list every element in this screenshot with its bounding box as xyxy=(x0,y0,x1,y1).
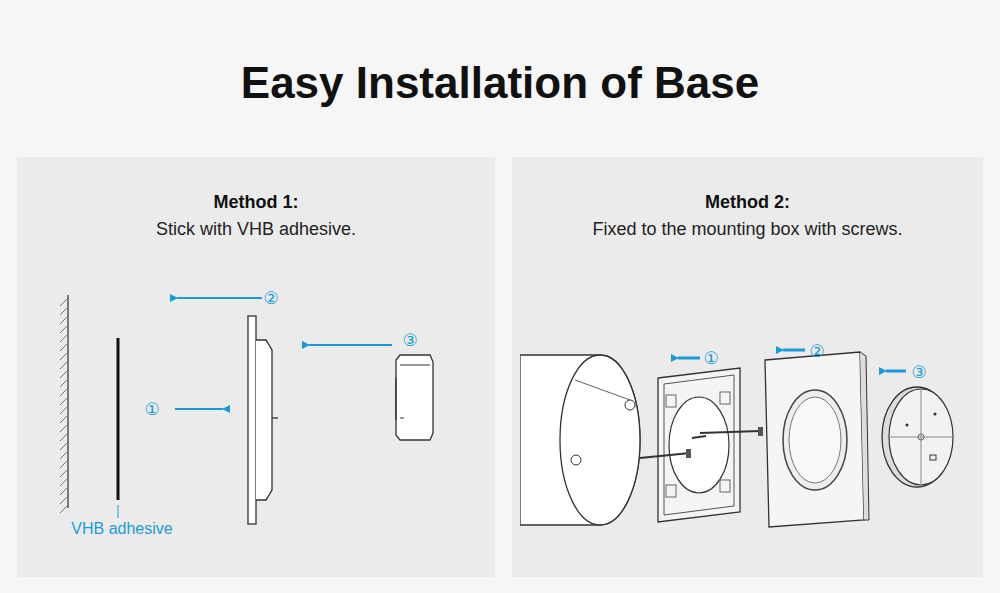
page-title: Easy Installation of Base xyxy=(0,58,1000,108)
callout-number: ② xyxy=(263,288,278,308)
callout-number: ① xyxy=(703,348,718,368)
method-heading: Method 2: xyxy=(512,192,983,213)
callout-number: ③ xyxy=(402,330,417,350)
callout-number: ② xyxy=(809,341,824,361)
callout-number: ① xyxy=(144,399,159,419)
method-description: Fixed to the mounting box with screws. xyxy=(512,219,983,240)
method-description: Stick with VHB adhesive. xyxy=(17,219,495,240)
part-label: VHB adhesive xyxy=(71,520,172,538)
method-heading: Method 1: xyxy=(17,192,495,213)
callout-number: ③ xyxy=(911,362,926,382)
